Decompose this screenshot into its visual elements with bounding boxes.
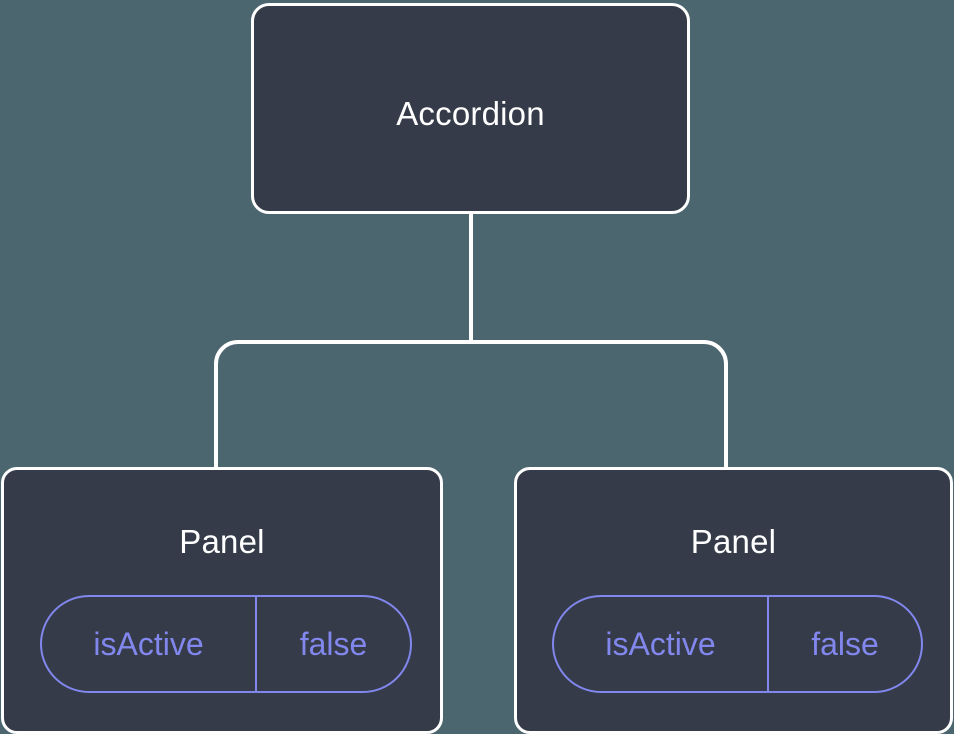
connector-bus xyxy=(214,340,728,468)
node-accordion[interactable]: Accordion xyxy=(251,3,690,214)
state-pill-panel-2[interactable]: isActive false xyxy=(552,595,923,693)
node-accordion-label: Accordion xyxy=(396,95,545,132)
node-panel-1-label: Panel xyxy=(179,523,265,560)
node-panel-2[interactable]: Panel isActive false xyxy=(514,467,953,734)
node-panel-2-label: Panel xyxy=(690,523,777,560)
state-value-panel-2: false xyxy=(811,626,879,662)
state-pill-divider-2 xyxy=(767,597,769,691)
state-key-panel-1: isActive xyxy=(93,626,204,662)
node-panel-1[interactable]: Panel isActive false xyxy=(1,467,443,734)
state-pill-divider-1 xyxy=(255,597,257,691)
state-key-panel-2: isActive xyxy=(605,626,716,662)
state-value-panel-1: false xyxy=(299,626,368,662)
state-pill-panel-1[interactable]: isActive false xyxy=(40,595,412,693)
